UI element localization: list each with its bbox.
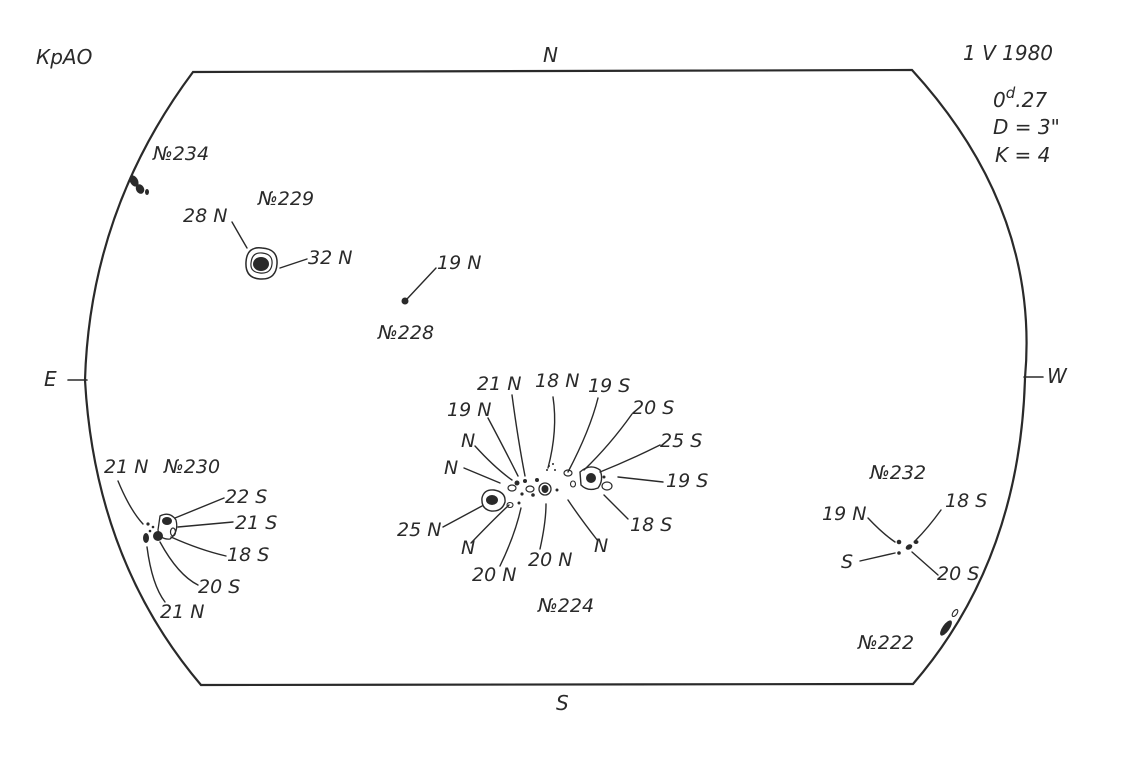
spot-group-230 <box>143 513 178 543</box>
group-224-label: 25 N <box>397 519 442 541</box>
group-224-label: 20 S <box>632 397 675 419</box>
time-label: 0d.27 <box>993 86 1048 112</box>
spot-group-234 <box>129 175 149 195</box>
group-230-label: 20 S <box>198 576 241 598</box>
group-230-label: 18 S <box>227 544 270 566</box>
group-228-name: №228 <box>378 322 435 344</box>
group-230-name: №230 <box>164 456 221 478</box>
group-230-label: 22 S <box>225 486 268 508</box>
date-label: 1 V 1980 <box>963 41 1054 65</box>
group-224-label: 19 S <box>588 375 631 397</box>
group-224-name: №224 <box>538 595 595 617</box>
group-224-label: N <box>594 535 609 557</box>
group-229-label: 28 N <box>183 205 228 227</box>
group-232-label: 18 S <box>945 490 988 512</box>
group-232-label: 19 N <box>822 503 867 525</box>
group-229-name: №229 <box>258 188 315 210</box>
spot-228 <box>401 297 409 305</box>
group-230-label: 21 S <box>235 512 278 534</box>
leader-lines <box>117 221 942 603</box>
group-224-label: N <box>461 430 476 452</box>
north-label: N <box>543 43 558 67</box>
disk-outline <box>83 68 1028 687</box>
group-224-label: 25 S <box>660 430 703 452</box>
group-232-label: S <box>841 551 854 573</box>
group-229-label: 32 N <box>308 247 353 269</box>
group-230-label: 21 N <box>104 456 149 478</box>
group-232-name: №232 <box>870 462 927 484</box>
time-sup: d <box>1005 84 1016 102</box>
group-224-label: 18 N <box>535 370 580 392</box>
k-value-label: K = 4 <box>995 143 1051 167</box>
group-224-label: N <box>444 457 459 479</box>
spot-group-232 <box>896 539 919 555</box>
group-232-label: 20 S <box>937 563 980 585</box>
spot-group-222 <box>940 608 959 636</box>
south-label: S <box>556 691 569 715</box>
group-224-label: 20 N <box>528 549 573 571</box>
time-frac: .27 <box>1015 88 1048 112</box>
time-main: 0 <box>993 88 1006 112</box>
group-224-label: 19 N <box>447 399 492 421</box>
group-224-label: 20 N <box>472 564 517 586</box>
group-224-label: 18 S <box>630 514 673 536</box>
group-224-label: 19 S <box>666 470 709 492</box>
group-228-label: 19 N <box>437 252 482 274</box>
spot-group-224 <box>481 463 613 512</box>
diameter-label: D = 3" <box>993 115 1060 139</box>
group-224-label: N <box>461 537 476 559</box>
group-230-label: 21 N <box>160 601 205 623</box>
spot-group-229 <box>245 247 278 280</box>
group-222-name: №222 <box>858 632 915 654</box>
west-label: W <box>1047 364 1067 388</box>
group-234-name: №234 <box>153 143 210 165</box>
group-224-label: 21 N <box>477 373 522 395</box>
east-label: E <box>44 367 57 391</box>
observatory-label: КрАО <box>36 45 93 69</box>
